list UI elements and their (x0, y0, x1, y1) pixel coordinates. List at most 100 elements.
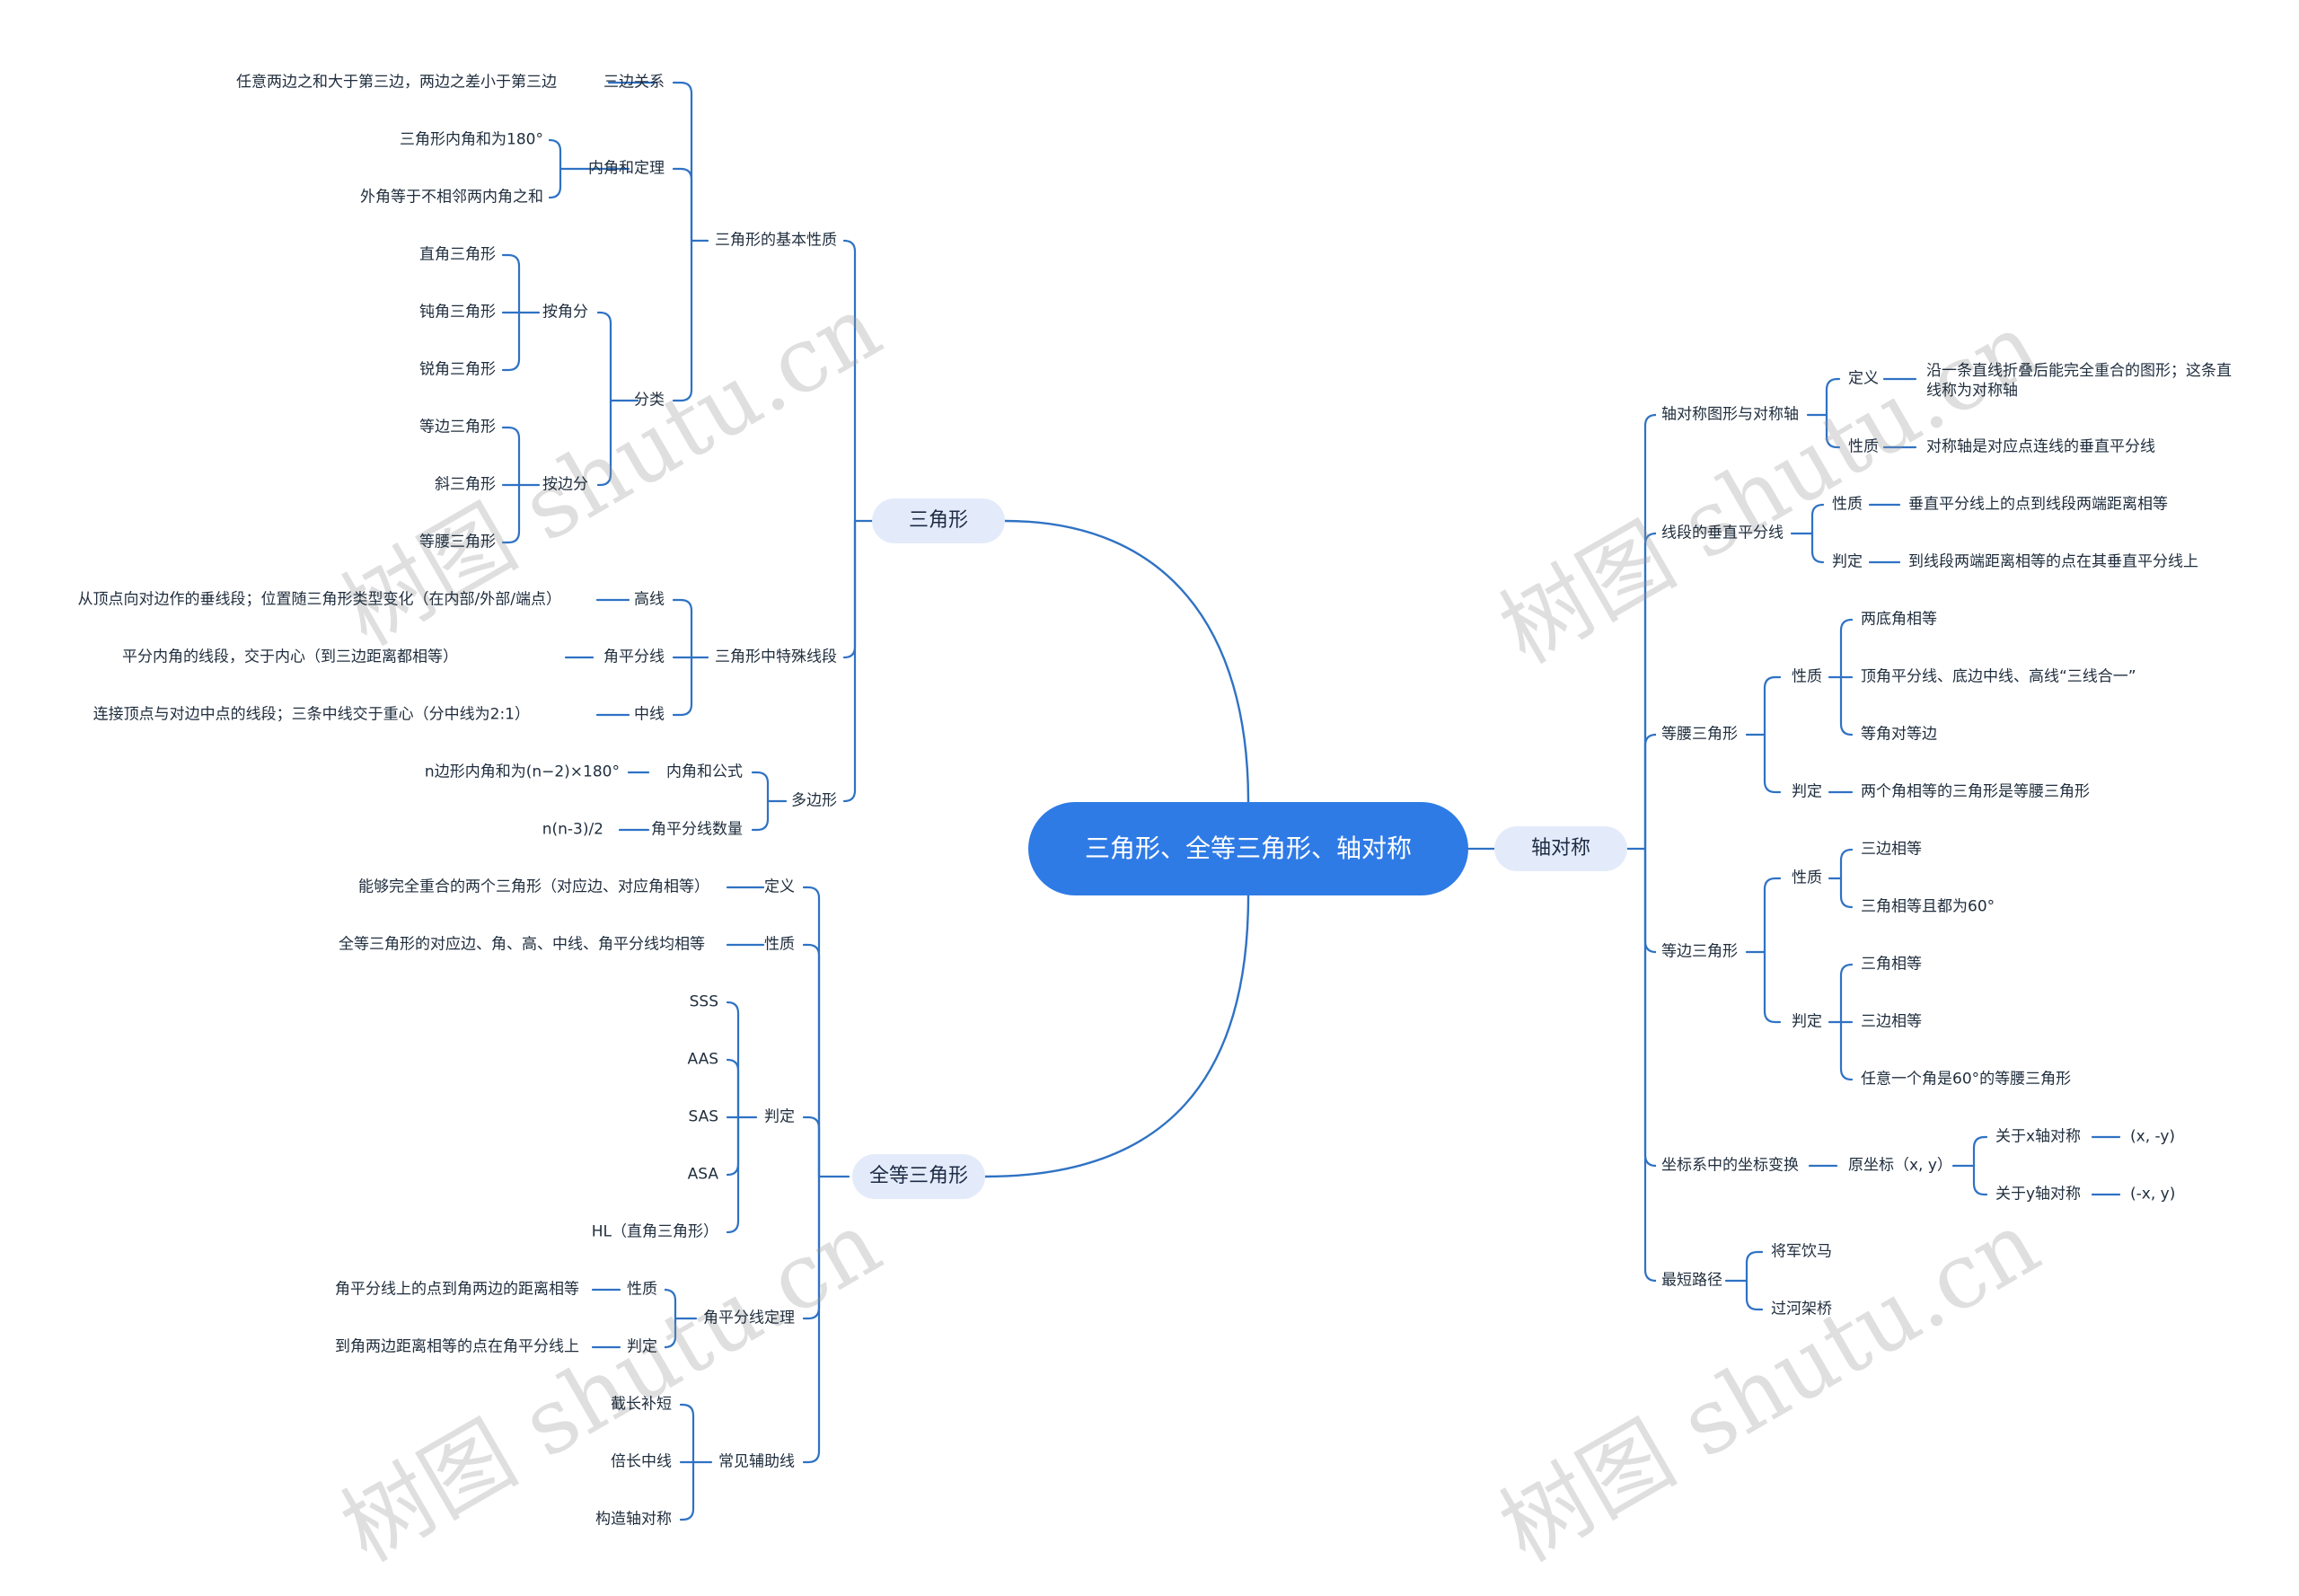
node-x-axis-symmetry[interactable]: 关于x轴对称 (1995, 1127, 2082, 1146)
node-congruent-definition[interactable]: 定义 (764, 877, 795, 896)
leaf-aux-3[interactable]: 构造轴对称 (595, 1510, 672, 1529)
branch-congruent-triangle[interactable]: 全等三角形 (852, 1154, 985, 1199)
node-by-side[interactable]: 按边分 (542, 475, 588, 494)
leaf-equilateral-prop-1[interactable]: 三边相等 (1861, 840, 1922, 859)
node-equilateral-judgement[interactable]: 判定 (1792, 1012, 1822, 1031)
node-three-sides-relation[interactable]: 三边关系 (603, 73, 665, 92)
leaf-sss[interactable]: SSS (689, 992, 718, 1011)
symmetry-fan-edge-1 (1643, 532, 1657, 851)
leaf-median-text[interactable]: 连接顶点与对边中点的线段；三条中线交于重心（分中线为2:1） (92, 705, 530, 724)
node-angle-sum-theorem[interactable]: 内角和定理 (588, 159, 665, 178)
node-perp-judgement[interactable]: 判定 (1832, 552, 1863, 571)
node-equilateral[interactable]: 等边三角形 (1661, 942, 1738, 961)
node-coordinate-transform[interactable]: 坐标系中的坐标变换 (1661, 1156, 1799, 1175)
equilateral-judge-fan-edge-0 (1839, 963, 1854, 1024)
node-equilateral-property[interactable]: 性质 (1792, 869, 1822, 887)
leaf-three-sides-text[interactable]: 任意两边之和大于第三边，两边之差小于第三边 (236, 73, 557, 92)
node-bisector-count[interactable]: 角平分线数量 (651, 820, 743, 839)
leaf-shortest-1[interactable]: 将军饮马 (1771, 1242, 1832, 1261)
node-axis-figure[interactable]: 轴对称图形与对称轴 (1661, 405, 1799, 424)
leaf-equilateral-prop-2[interactable]: 三角相等且都为60° (1861, 897, 1995, 916)
symmetry-fan-edge-3 (1643, 847, 1657, 954)
node-isosceles-judgement[interactable]: 判定 (1792, 782, 1822, 801)
leaf-congruent-definition-text[interactable]: 能够完全重合的两个三角形（对应边、对应角相等） (358, 877, 709, 896)
congruent-fan-edge-1 (802, 943, 821, 1178)
leaf-aas[interactable]: AAS (687, 1050, 718, 1069)
leaf-interior-angle-formula-text[interactable]: n边形内角和为(n−2)×180° (424, 763, 620, 781)
leaf-perp-judgement-text[interactable]: 到线段两端距离相等的点在其垂直平分线上 (1908, 552, 2198, 571)
node-bisector-theorem-judgement[interactable]: 判定 (627, 1337, 657, 1356)
leaf-bisector-theorem-property-text[interactable]: 角平分线上的点到角两边的距离相等 (335, 1280, 579, 1299)
leaf-perp-property-text[interactable]: 垂直平分线上的点到线段两端距离相等 (1908, 495, 2168, 514)
leaf-bisector-theorem-judgement-text[interactable]: 到角两边距离相等的点在角平分线上 (335, 1337, 579, 1356)
node-interior-angle-formula[interactable]: 内角和公式 (666, 763, 743, 781)
node-bisector-theorem-property[interactable]: 性质 (627, 1280, 657, 1299)
node-axis-definition[interactable]: 定义 (1848, 369, 1879, 388)
leaf-scalene-triangle[interactable]: 斜三角形 (435, 475, 496, 494)
node-bisector-theorem[interactable]: 角平分线定理 (703, 1309, 795, 1327)
node-axis-property[interactable]: 性质 (1848, 437, 1879, 456)
node-y-axis-symmetry[interactable]: 关于y轴对称 (1995, 1185, 2082, 1204)
leaf-hl[interactable]: HL（直角三角形） (591, 1222, 718, 1241)
node-auxiliary-lines[interactable]: 常见辅助线 (718, 1452, 795, 1471)
root-topic[interactable]: 三角形、全等三角形、轴对称 (1028, 802, 1468, 895)
equilateral-prop-fan-edge-1 (1839, 877, 1854, 909)
node-congruent-judgement[interactable]: 判定 (764, 1107, 795, 1126)
node-congruent-property[interactable]: 性质 (764, 935, 795, 954)
branch-triangle[interactable]: 三角形 (872, 498, 1005, 543)
leaf-altitude-text[interactable]: 从顶点向对边作的垂线段；位置随三角形类型变化（在内部/外部/端点） (77, 590, 561, 609)
node-perp-property[interactable]: 性质 (1832, 495, 1863, 514)
leaf-isosceles-judgement-text[interactable]: 两个角相等的三角形是等腰三角形 (1861, 782, 2090, 801)
node-shortest-path[interactable]: 最短路径 (1661, 1271, 1722, 1290)
leaf-bisector-count-text[interactable]: n(n-3)/2 (542, 820, 603, 839)
leaf-aux-2[interactable]: 倍长中线 (611, 1452, 672, 1471)
leaf-isosceles-triangle[interactable]: 等腰三角形 (419, 533, 496, 551)
leaf-equilateral-judge-2[interactable]: 三边相等 (1861, 1012, 1922, 1031)
node-classification[interactable]: 分类 (634, 391, 665, 410)
branch-axial-symmetry[interactable]: 轴对称 (1494, 826, 1627, 871)
leaf-asa[interactable]: ASA (687, 1165, 718, 1184)
leaf-shortest-2[interactable]: 过河架桥 (1771, 1300, 1832, 1318)
node-original-coordinate[interactable]: 原坐标（x, y） (1848, 1156, 1952, 1175)
leaf-right-triangle[interactable]: 直角三角形 (419, 245, 496, 264)
leaf-obtuse-triangle[interactable]: 钝角三角形 (419, 303, 496, 322)
node-isosceles-property[interactable]: 性质 (1792, 667, 1822, 686)
leaf-isosceles-prop-3[interactable]: 等角对等边 (1861, 725, 1937, 744)
leaf-exterior-angle[interactable]: 外角等于不相邻两内角之和 (360, 188, 543, 207)
leaf-sas[interactable]: SAS (688, 1107, 718, 1126)
perp-fan-edge-1 (1810, 532, 1825, 564)
leaf-angle-sum-180[interactable]: 三角形内角和为180° (400, 130, 543, 149)
leaf-y-axis-value[interactable]: (-x, y) (2130, 1185, 2176, 1204)
leaf-equilateral-triangle[interactable]: 等边三角形 (419, 418, 496, 436)
leaf-isosceles-prop-1[interactable]: 两底角相等 (1861, 610, 1937, 629)
node-triangle-basic-properties[interactable]: 三角形的基本性质 (715, 231, 837, 250)
byside-fan-edge-0 (501, 426, 521, 487)
leaf-axis-property-text[interactable]: 对称轴是对应点连线的垂直平分线 (1926, 437, 2155, 456)
perp-fan-edge-0 (1810, 503, 1825, 535)
leaf-congruent-property-text[interactable]: 全等三角形的对应边、角、高、中线、角平分线均相等 (339, 935, 705, 954)
node-altitude[interactable]: 高线 (634, 590, 665, 609)
root-to-congruent (983, 894, 1250, 1178)
leaf-angle-bisector-text[interactable]: 平分内角的线段，交于内心（到三边距离都相等） (122, 648, 458, 666)
leaf-equilateral-judge-1[interactable]: 三角相等 (1861, 955, 1922, 974)
node-special-segments[interactable]: 三角形中特殊线段 (715, 648, 837, 666)
node-by-angle[interactable]: 按角分 (542, 303, 588, 322)
node-angle-bisector[interactable]: 角平分线 (603, 648, 665, 666)
leaf-axis-definition-text[interactable]: 沿一条直线折叠后能完全重合的图形；这条直线称为对称轴 (1926, 361, 2232, 400)
leaf-isosceles-prop-2[interactable]: 顶角平分线、底边中线、高线“三线合一” (1861, 667, 2136, 686)
leaf-aux-1[interactable]: 截长补短 (611, 1395, 672, 1414)
node-isosceles[interactable]: 等腰三角形 (1661, 725, 1738, 744)
classify-fan-edge-1 (596, 399, 612, 487)
leaf-equilateral-judge-3[interactable]: 任意一个角是60°的等腰三角形 (1861, 1070, 2072, 1089)
byangle-fan-edge-0 (501, 253, 521, 314)
leaf-acute-triangle[interactable]: 锐角三角形 (419, 360, 496, 379)
root-to-triangle (1003, 519, 1250, 804)
anglesum-fan-edge-1 (548, 167, 562, 199)
coords-fan-edge-0 (1972, 1135, 1988, 1168)
judge-fan-edge-4 (726, 1115, 740, 1234)
basic-fan-edge-1 (672, 167, 693, 242)
node-median[interactable]: 中线 (634, 705, 665, 724)
node-polygon[interactable]: 多边形 (791, 791, 837, 810)
leaf-x-axis-value[interactable]: (x, -y) (2130, 1127, 2176, 1146)
node-perpendicular-bisector[interactable]: 线段的垂直平分线 (1661, 524, 1784, 542)
